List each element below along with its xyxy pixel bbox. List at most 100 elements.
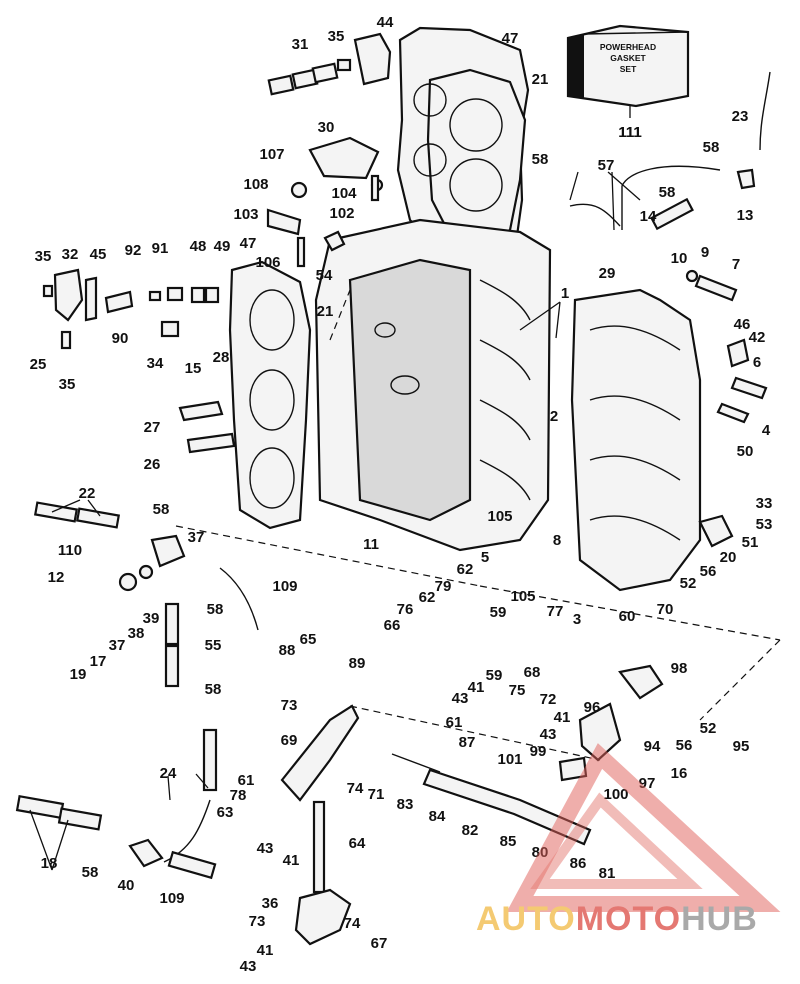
callout-c42: 42 [749, 329, 766, 346]
callout-c47a: 47 [502, 30, 519, 47]
callout-c101: 101 [497, 751, 522, 768]
cylinder-block [314, 218, 552, 552]
callout-c43c: 43 [257, 840, 274, 857]
callout-c32: 32 [62, 246, 79, 263]
callout-c72: 72 [540, 691, 557, 708]
callout-c67: 67 [371, 935, 388, 952]
callout-c41c: 41 [283, 852, 300, 869]
callout-c69: 69 [281, 732, 298, 749]
callout-c27: 27 [144, 419, 161, 436]
callout-c58d: 58 [153, 501, 170, 518]
callout-c50: 50 [737, 443, 754, 460]
throttle-linkage [280, 664, 664, 946]
callout-c59b: 59 [486, 667, 503, 684]
callout-c105a: 105 [487, 508, 512, 525]
callout-c39: 39 [143, 610, 160, 627]
callout-c83: 83 [397, 796, 414, 813]
callout-c7: 7 [732, 256, 740, 273]
callout-c43b: 43 [540, 726, 557, 743]
callout-c9: 9 [701, 244, 709, 261]
callout-c65: 65 [300, 631, 317, 648]
callout-c99: 99 [530, 743, 547, 760]
callout-c100: 100 [603, 786, 628, 803]
callout-c62b: 62 [419, 589, 436, 606]
callout-c62a: 62 [457, 561, 474, 578]
callout-c59a: 59 [490, 604, 507, 621]
callout-c35a: 35 [328, 28, 345, 45]
callout-c25: 25 [30, 356, 47, 373]
callout-c38: 38 [128, 625, 145, 642]
callout-c60: 60 [619, 608, 636, 625]
misc-top-parts [266, 32, 392, 268]
callout-c35c: 35 [59, 376, 76, 393]
callout-c18: 18 [41, 855, 58, 872]
callout-c12: 12 [48, 569, 65, 586]
callout-c107: 107 [259, 146, 284, 163]
callout-c109b: 109 [159, 890, 184, 907]
callout-c85: 85 [500, 833, 517, 850]
gasket-box-line-1: POWERHEAD [600, 42, 656, 52]
automotohub-watermark: AUTOMOTOHUB [476, 743, 781, 938]
callout-c31: 31 [292, 36, 309, 53]
callout-c26: 26 [144, 456, 161, 473]
callout-c54: 54 [316, 267, 333, 284]
callout-c16: 16 [671, 765, 688, 782]
callout-c58c: 58 [659, 184, 676, 201]
callout-c63: 63 [217, 804, 234, 821]
callout-c98: 98 [671, 660, 688, 677]
callout-c74b: 74 [344, 915, 361, 932]
callout-c104: 104 [331, 185, 357, 202]
callout-c2: 2 [550, 408, 558, 425]
gasket-box-line-3: SET [620, 64, 637, 74]
callout-c108: 108 [243, 176, 268, 193]
callout-c52a: 52 [680, 575, 697, 592]
callout-c8: 8 [553, 532, 561, 549]
callout-c76: 76 [397, 601, 414, 618]
callout-c35b: 35 [35, 248, 52, 265]
watermark-triangle [506, 743, 781, 912]
callout-c23: 23 [732, 108, 749, 125]
callout-c40: 40 [118, 877, 135, 894]
callout-c58f: 58 [205, 681, 222, 698]
callout-c33: 33 [756, 495, 773, 512]
callout-c15: 15 [185, 360, 202, 377]
callout-c74a: 74 [347, 780, 364, 797]
hoses-bottom-left [15, 728, 218, 880]
callout-c55: 55 [205, 637, 222, 654]
callout-c14: 14 [640, 208, 657, 225]
leader-lines [29, 171, 641, 871]
gasket-set-part-number: 111 [618, 124, 641, 141]
callout-c75: 75 [509, 682, 526, 699]
callout-c61a: 61 [446, 714, 463, 731]
callout-c45: 45 [90, 246, 107, 263]
callout-c64: 64 [349, 835, 366, 852]
callout-c89: 89 [349, 655, 366, 672]
callout-c66: 66 [384, 617, 401, 634]
callout-c41a: 41 [468, 679, 485, 696]
callout-c94: 94 [644, 738, 661, 755]
callout-c52b: 52 [700, 720, 717, 737]
hoses-left [33, 501, 259, 688]
callout-c87: 87 [459, 734, 476, 751]
callout-c6: 6 [753, 354, 761, 371]
callout-c43d: 43 [240, 958, 257, 975]
callout-c84: 84 [429, 808, 446, 825]
callout-c11: 11 [363, 536, 379, 553]
watermark-logo-text: AUTOMOTOHUB [476, 900, 758, 938]
callout-c58g: 58 [82, 864, 99, 881]
callout-c24: 24 [160, 765, 177, 782]
callout-c77: 77 [547, 603, 564, 620]
callout-c13: 13 [737, 207, 754, 224]
callout-c91: 91 [152, 240, 169, 257]
callout-c19: 19 [70, 666, 87, 683]
callout-c79: 79 [435, 578, 452, 595]
callout-c88: 88 [279, 642, 296, 659]
callout-c103: 103 [233, 206, 258, 223]
callout-c110: 110 [58, 542, 82, 559]
callout-c81: 81 [599, 865, 616, 882]
callout-c92: 92 [125, 242, 142, 259]
callout-c41d: 41 [257, 942, 274, 959]
callout-c70: 70 [657, 601, 674, 618]
callout-c78: 78 [230, 787, 247, 804]
